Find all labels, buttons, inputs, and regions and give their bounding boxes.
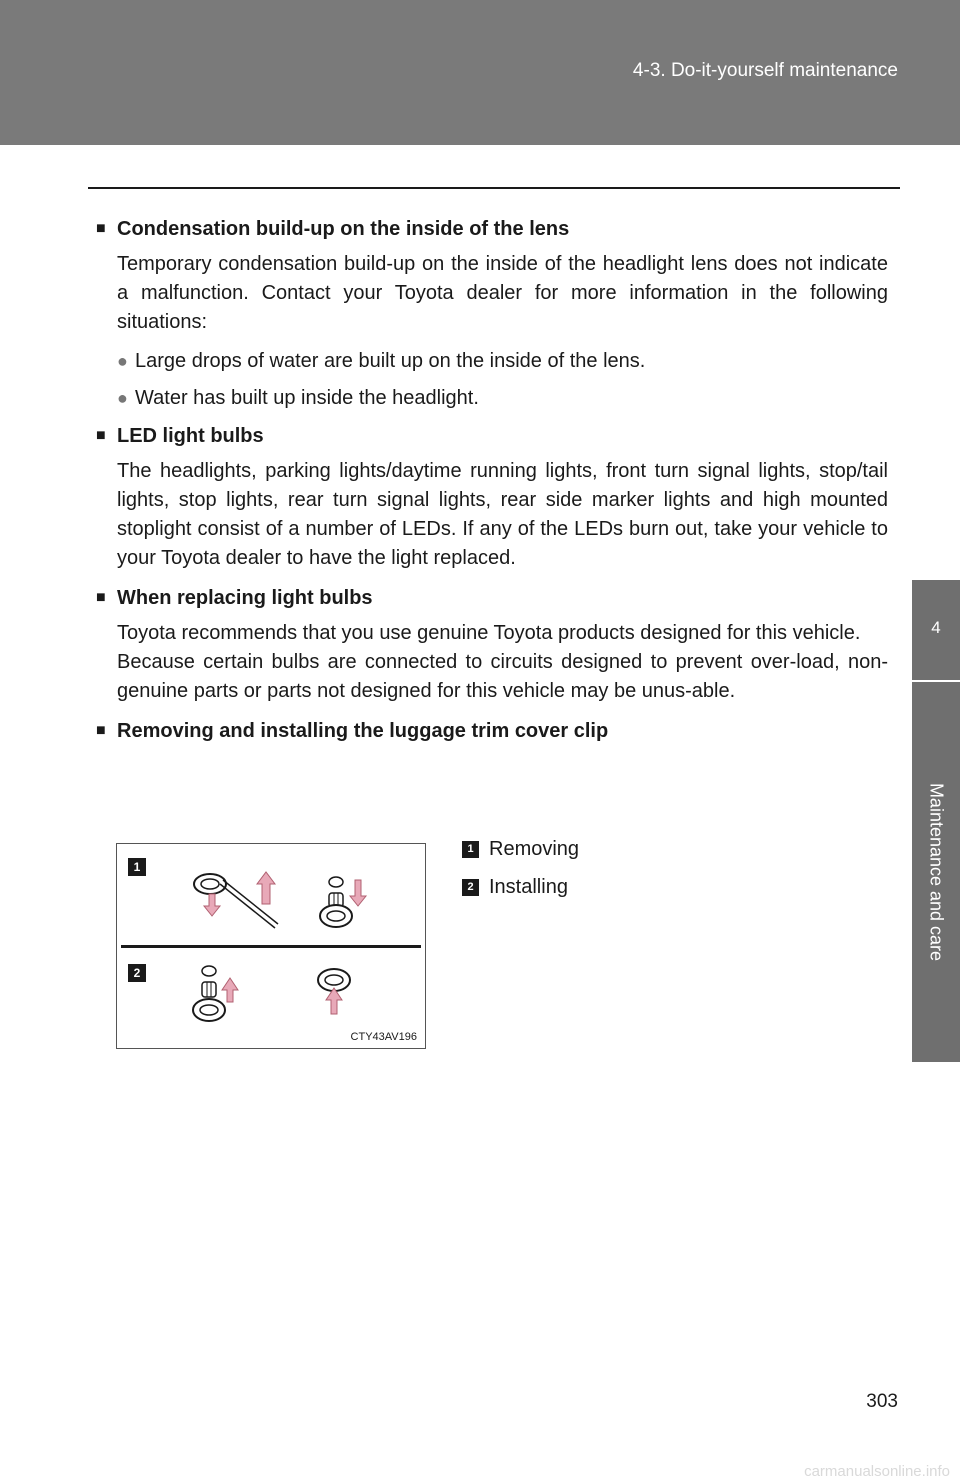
- top-rule: [88, 187, 900, 189]
- clip-removed-icon: [319, 876, 353, 928]
- chapter-tab-label[interactable]: Maintenance and care: [912, 682, 960, 1062]
- chapter-number: 4: [931, 618, 941, 637]
- legend-label: Removing: [489, 838, 580, 860]
- paragraph: Toyota recommends that you use genuine T…: [117, 622, 861, 644]
- section-replacing: ■ When replacing light bulbs Toyota reco…: [96, 583, 888, 706]
- square-bullet-icon: ■: [96, 220, 106, 237]
- heading-text: LED light bulbs: [117, 425, 264, 447]
- section-condensation: ■ Condensation build-up on the inside of…: [96, 214, 888, 413]
- clip-illustration: 1 2 CTY43AV196: [116, 843, 426, 1049]
- step-2-badge: 2: [462, 879, 479, 896]
- circle-bullet-icon: ●: [117, 388, 128, 408]
- paragraph: Temporary condensation build-up on the i…: [117, 253, 888, 333]
- clip-drawing: [192, 871, 368, 1022]
- square-bullet-icon: ■: [96, 722, 106, 739]
- figure-legend: 1 Removing 2 Installing: [462, 835, 579, 911]
- step-2-badge: 2: [128, 964, 146, 982]
- list-item-text: Large drops of water are built up on the…: [135, 350, 646, 372]
- heading-text: Removing and installing the luggage trim…: [117, 720, 609, 742]
- arrow-up-icon: [221, 977, 239, 1003]
- section-clip: ■ Removing and installing the luggage tr…: [96, 716, 888, 746]
- arrow-up-icon: [256, 871, 276, 905]
- arrow-down-icon: [348, 879, 368, 907]
- clip-removal-icon: [193, 873, 279, 929]
- paragraph: The headlights, parking lights/daytime r…: [117, 460, 888, 569]
- list-item: ● Large drops of water are built up on t…: [117, 347, 888, 376]
- section-heading: ■ Removing and installing the luggage tr…: [96, 716, 888, 746]
- watermark: carmanualsonline.info: [804, 1463, 950, 1480]
- list-item: ● Water has built up inside the headligh…: [117, 384, 888, 413]
- section-heading: ■ LED light bulbs: [96, 421, 888, 451]
- section-title: 4-3. Do-it-yourself maintenance: [632, 60, 898, 81]
- step-1-badge: 1: [128, 858, 146, 876]
- arrow-up-icon: [325, 987, 343, 1015]
- section-heading: ■ When replacing light bulbs: [96, 583, 888, 613]
- list-item-text: Water has built up inside the headlight.: [135, 387, 479, 409]
- square-bullet-icon: ■: [96, 589, 106, 606]
- square-bullet-icon: ■: [96, 427, 106, 444]
- legend-label: Installing: [489, 876, 568, 898]
- page-number: 303: [866, 1391, 898, 1412]
- section-led: ■ LED light bulbs The headlights, parkin…: [96, 421, 888, 573]
- heading-text: When replacing light bulbs: [117, 587, 373, 609]
- paragraph: Because certain bulbs are connected to c…: [117, 651, 888, 702]
- heading-text: Condensation build-up on the inside of t…: [117, 218, 570, 240]
- chapter-label: Maintenance and care: [926, 782, 947, 962]
- arrow-down-icon: [202, 893, 222, 917]
- figure-code: CTY43AV196: [350, 1031, 417, 1043]
- circle-bullet-icon: ●: [117, 351, 128, 371]
- content: ■ Condensation build-up on the inside of…: [96, 214, 888, 746]
- clip-install-icon: [192, 965, 226, 1022]
- legend-item-installing: 2 Installing: [462, 873, 579, 902]
- legend-item-removing: 1 Removing: [462, 835, 579, 864]
- header-band: 4-3. Do-it-yourself maintenance: [0, 0, 960, 145]
- figure-divider: [121, 945, 421, 948]
- section-heading: ■ Condensation build-up on the inside of…: [96, 214, 888, 244]
- step-1-badge: 1: [462, 841, 479, 858]
- chapter-tab-number[interactable]: 4: [912, 580, 960, 680]
